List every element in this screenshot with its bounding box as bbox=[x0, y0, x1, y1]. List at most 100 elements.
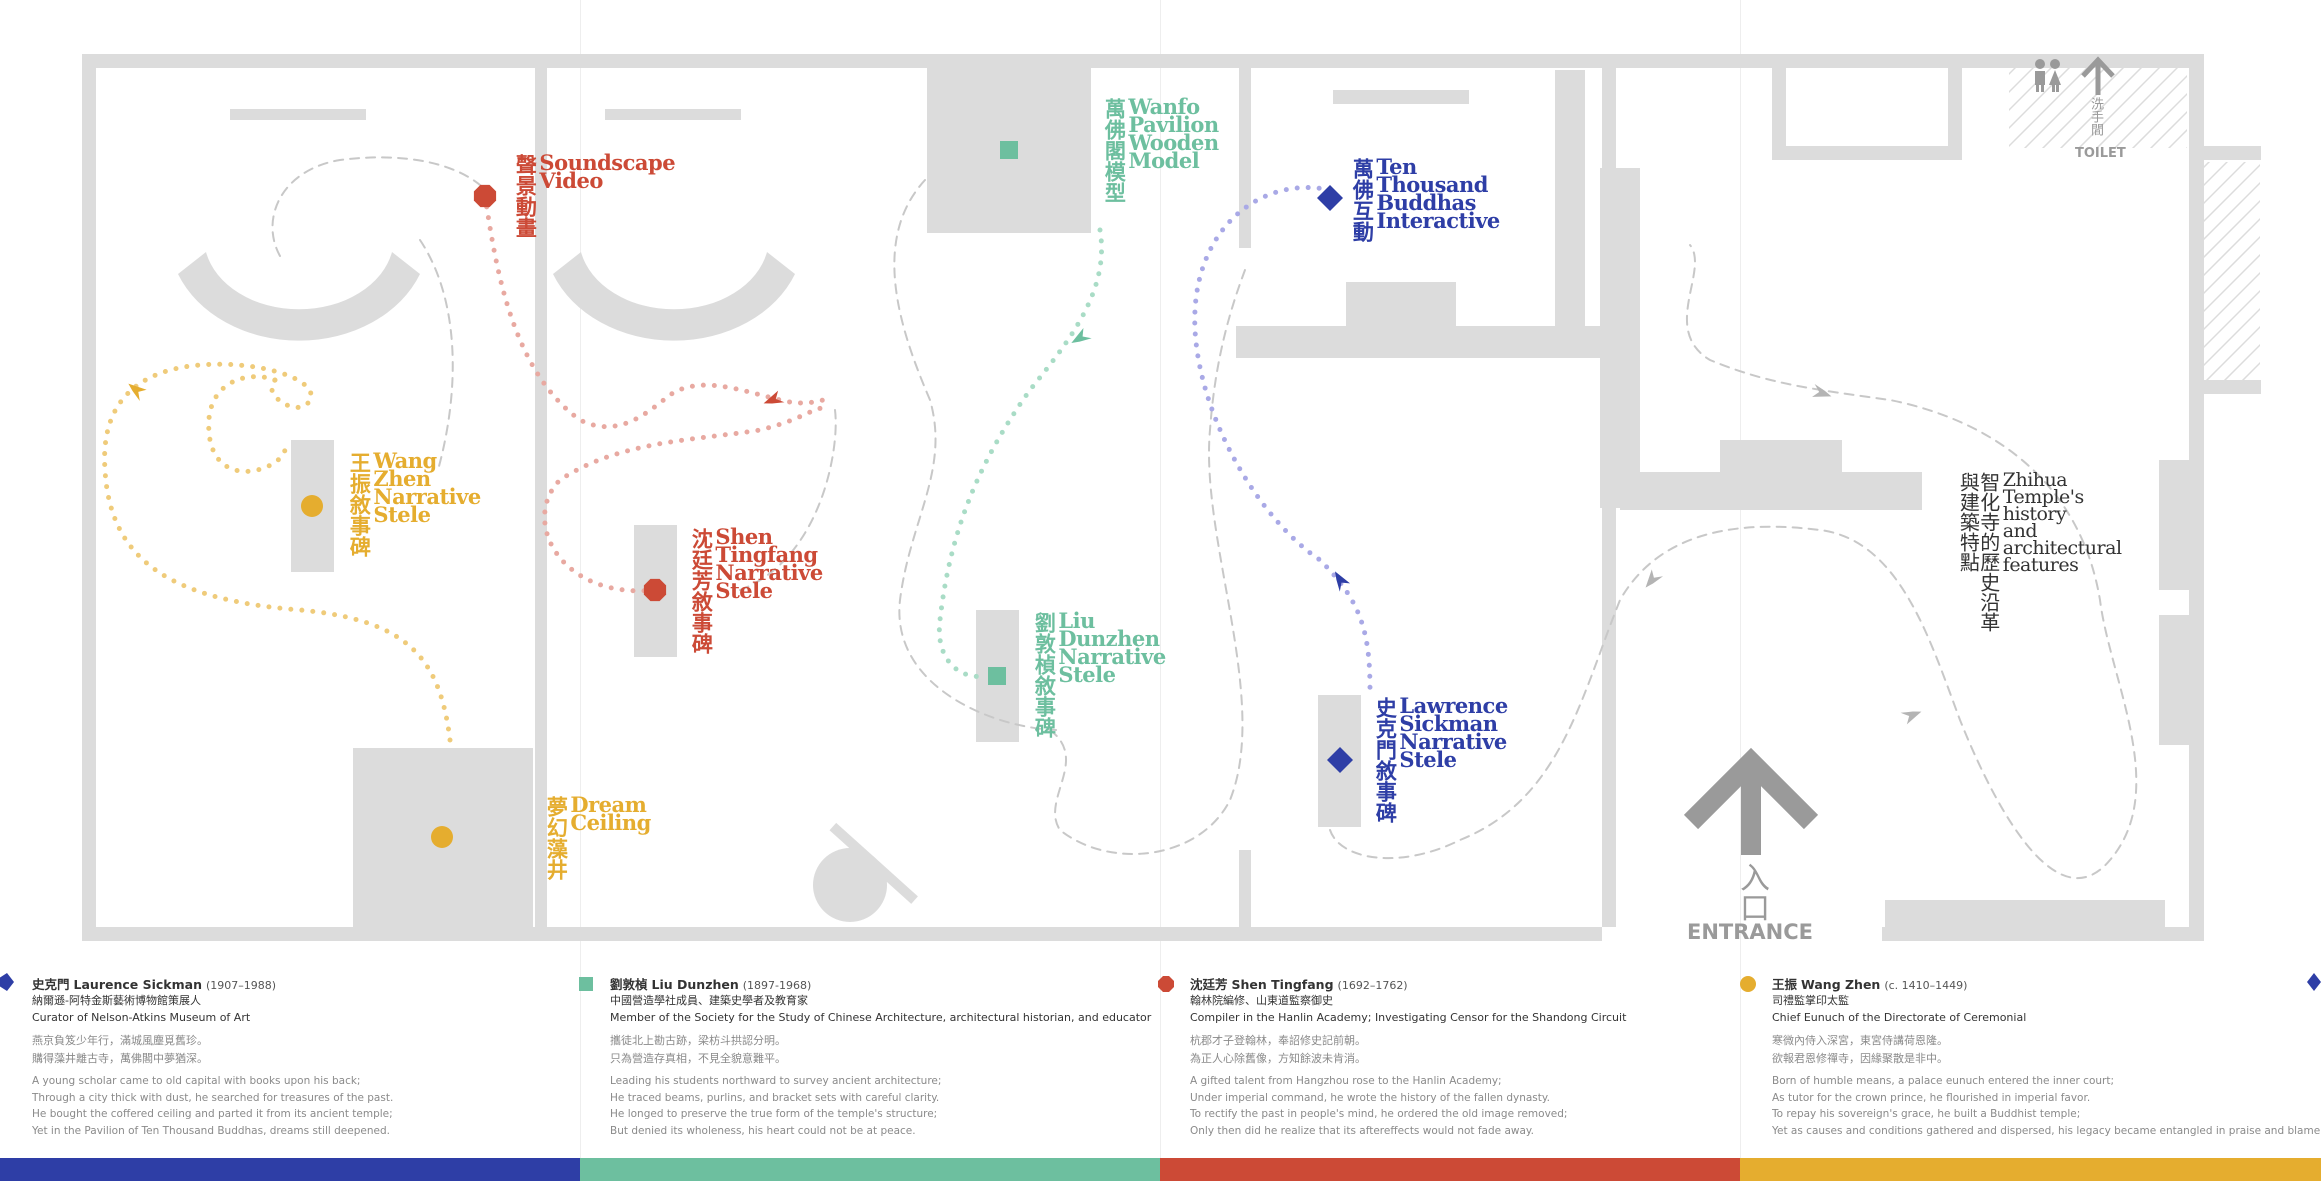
legend-dates: (1907–1988) bbox=[205, 979, 277, 992]
translation-line: He longed to preserve the true form of t… bbox=[610, 1108, 938, 1121]
bird-icon bbox=[1335, 571, 1351, 592]
translation-line: As tutor for the crown prince, he flouri… bbox=[1772, 1091, 2091, 1104]
label-soundscape: 聲景動畫 Soundscape Video bbox=[513, 152, 739, 238]
entrance-label-zh: 入口 bbox=[1734, 862, 1769, 922]
entrance-label-en: ENTRANCE bbox=[1687, 920, 1813, 944]
label-zh: 萬佛互動 bbox=[1350, 158, 1375, 242]
dotted-path-gold-2 bbox=[206, 374, 288, 474]
legend-poem: 燕京負笈少年行，滿城風塵覓舊珍。購得藻井離古寺，萬佛閣中夢猶深。 bbox=[32, 1032, 592, 1067]
hatch-line bbox=[2254, 56, 2260, 380]
wall-segment bbox=[1772, 54, 1786, 158]
translation-line: A young scholar came to old capital with… bbox=[32, 1075, 361, 1088]
legend-poem: 寒微內侍入深宮，東宮侍講荷恩隆。欲報君恩修禪寺，因緣聚散是非中。 bbox=[1772, 1032, 2321, 1067]
label-sickman-stele: 史克門敘事碑 Lawrence Sickman Narrative Stele bbox=[1373, 695, 1615, 823]
octagon-icon bbox=[1158, 976, 1174, 992]
wall-divider bbox=[1239, 850, 1251, 930]
legend-dates: (1897-1968) bbox=[742, 979, 812, 992]
hatch-line bbox=[2009, 56, 2100, 380]
hatch-line bbox=[2009, 56, 2028, 380]
wall-segment bbox=[1885, 900, 2165, 930]
outer-wall-left bbox=[82, 54, 96, 941]
label-ten-thousand: 萬佛互動 Ten Thousand Buddhas Interactive bbox=[1350, 154, 1564, 242]
legend-role-en: Chief Eunuch of the Directorate of Cerem… bbox=[1772, 1010, 2027, 1024]
dashed-path bbox=[1329, 244, 2138, 880]
slanted-bench bbox=[829, 822, 918, 904]
diamond-marker bbox=[1327, 747, 1353, 773]
dotted-path-green bbox=[936, 227, 1104, 679]
legend-role-en: Member of the Society for the Study of C… bbox=[610, 1010, 1152, 1024]
wall-segment bbox=[1555, 70, 1585, 340]
restroom-icon bbox=[2035, 59, 2061, 92]
octagon-marker bbox=[643, 578, 667, 602]
walls bbox=[82, 54, 2261, 941]
hatch-line bbox=[2009, 56, 2082, 380]
outer-wall-right-top bbox=[1620, 54, 2202, 68]
wall-segment bbox=[1604, 795, 1616, 925]
dashed-path bbox=[419, 239, 454, 471]
hatch-line bbox=[2110, 56, 2260, 380]
legend-dates: (1692–1762) bbox=[1337, 979, 1408, 992]
translation-line: But denied its wholeness, his heart coul… bbox=[610, 1124, 916, 1137]
poem-line: 為正人心除舊像，方知餘波未肯消。 bbox=[1190, 1051, 1366, 1065]
legend-item: 史克門 Laurence Sickman (1907–1988) 納爾遜-阿特金… bbox=[32, 974, 592, 1140]
legend-item: 劉敦楨 Liu Dunzhen (1897-1968) 中國營造學社成員、建築史… bbox=[579, 974, 1170, 1140]
hatch-line bbox=[2200, 56, 2260, 380]
legend-role-zh: 翰林院編修、山東道監察御史 bbox=[1190, 994, 1333, 1007]
translation-line: A gifted talent from Hangzhou rose to th… bbox=[1190, 1075, 1502, 1088]
translation-line: Leading his students northward to survey… bbox=[610, 1075, 942, 1088]
arrow-up-icon bbox=[1683, 747, 1819, 855]
poem-line: 燕京負笈少年行，滿城風塵覓舊珍。 bbox=[32, 1034, 208, 1047]
circle-marker bbox=[431, 826, 453, 848]
label-zh: 史克門敘事碑 bbox=[1373, 697, 1398, 823]
legend-role-zh: 司禮監掌印太監 bbox=[1772, 994, 1849, 1007]
label-en: Ten Thousand Buddhas Interactive bbox=[1376, 154, 1500, 234]
wall-segment bbox=[2189, 146, 2261, 160]
legend-heading: 史克門 Laurence Sickman (1907–1988) bbox=[32, 974, 592, 993]
diamond-icon bbox=[0, 973, 14, 991]
wall-divider bbox=[1239, 68, 1251, 248]
fold-line bbox=[1160, 0, 1161, 1160]
wall-segment bbox=[1948, 54, 1962, 158]
label-zh: 萬佛閣模型 bbox=[1102, 98, 1127, 203]
fold-line bbox=[1740, 0, 1741, 1160]
legend-name-zh: 史克門 bbox=[32, 977, 70, 992]
hatch-line bbox=[2020, 56, 2260, 380]
legend-name-en: Shen Tingfang bbox=[1231, 977, 1334, 992]
color-bar-gold bbox=[1740, 1158, 2321, 1181]
dashed-path bbox=[893, 179, 1061, 731]
legend-poem: 攜徒北上勘古跡，梁枋斗拱認分明。只為營造存真相，不見全貌意難平。 bbox=[610, 1032, 1170, 1067]
dashed-path bbox=[739, 409, 837, 591]
round-table bbox=[813, 848, 887, 922]
hatch-line bbox=[2009, 56, 2190, 380]
outer-wall-bottom-right bbox=[1882, 927, 2204, 941]
map-icons bbox=[1683, 56, 2115, 855]
label-zhihua: 智化寺的歷史沿革與建築特點 Zhihua Temple's history an… bbox=[1956, 471, 2122, 632]
wall-segment bbox=[1346, 282, 1456, 328]
diamond-icon bbox=[2307, 973, 2321, 991]
translation-line: Through a city thick with dust, he searc… bbox=[32, 1091, 394, 1104]
wall-segment bbox=[1772, 146, 1962, 160]
circle-icon bbox=[1740, 976, 1756, 992]
bird-icon bbox=[763, 390, 785, 404]
legend-role-en: Compiler in the Hanlin Academy; Investig… bbox=[1190, 1010, 1627, 1024]
translation-line: Under imperial command, he wrote the his… bbox=[1190, 1091, 1550, 1104]
label-zh: 王振敘事碑 bbox=[347, 452, 372, 557]
color-bar-green bbox=[580, 1158, 1160, 1181]
legend-name-en: Wang Zhen bbox=[1801, 977, 1881, 992]
octagon-marker bbox=[473, 184, 497, 208]
legend-item: 沈廷芳 Shen Tingfang (1692–1762) 翰林院編修、山東道監… bbox=[1158, 974, 1750, 1140]
hatch-line bbox=[2182, 56, 2260, 380]
label-en: Wang Zhen Narrative Stele bbox=[373, 448, 481, 528]
hatch-line bbox=[2092, 56, 2260, 380]
hatch-line bbox=[2009, 56, 2208, 380]
hatch-line bbox=[2009, 56, 2172, 380]
legend-heading: 沈廷芳 Shen Tingfang (1692–1762) bbox=[1190, 974, 1750, 993]
translation-line: To rectify the past in people's mind, he… bbox=[1190, 1108, 1568, 1121]
wall-segment bbox=[1333, 90, 1469, 104]
label-en: Liu Dunzhen Narrative Stele bbox=[1058, 608, 1166, 688]
wall-segment bbox=[1600, 168, 1640, 508]
label-wang-stele: 王振敘事碑 Wang Zhen Narrative Stele bbox=[347, 448, 566, 557]
poem-line: 杭郡才子登翰林，奉詔修史記前朝。 bbox=[1190, 1034, 1366, 1047]
legend-role-en: Curator of Nelson-Atkins Museum of Art bbox=[32, 1010, 251, 1024]
label-zh: 智化寺的歷史沿革與建築特點 bbox=[1956, 472, 2001, 632]
